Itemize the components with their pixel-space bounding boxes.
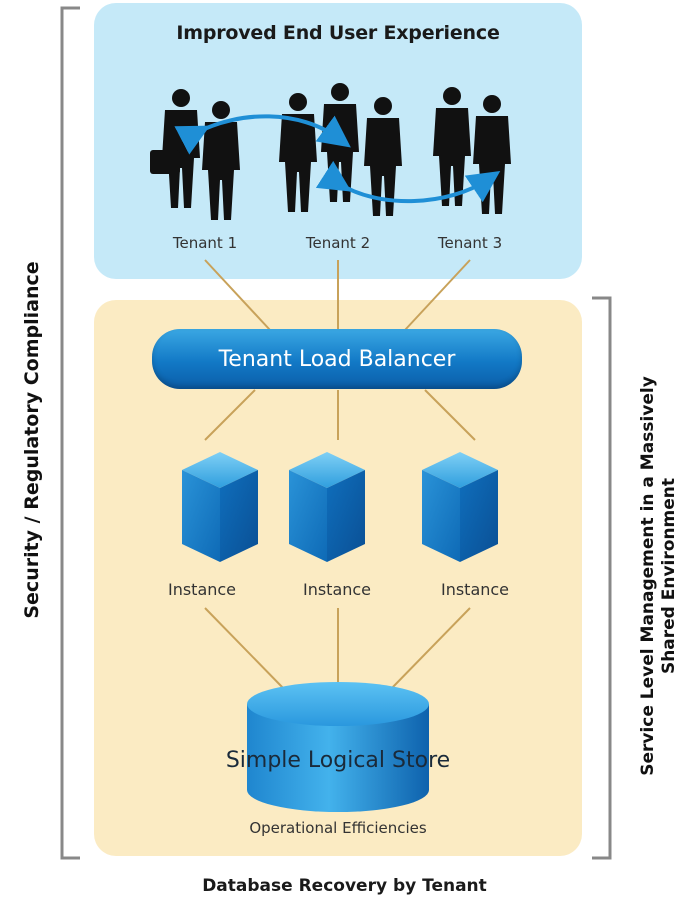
load-balancer-label: Tenant Load Balancer [218, 346, 456, 372]
tenant-label-2: Tenant 2 [305, 234, 371, 252]
security-compliance-label: Security / Regulatory Compliance [21, 261, 43, 619]
service-level-label-line2: Shared Environment [659, 477, 679, 675]
cube-icon [182, 452, 498, 562]
tenant-label-1: Tenant 1 [172, 234, 238, 252]
right-bracket [592, 296, 612, 860]
instance-label-2: Instance [302, 580, 372, 599]
tenant-connectors [204, 259, 471, 331]
briefcase-icon [150, 150, 180, 174]
left-bracket [60, 6, 80, 860]
tenant-load-balancer: Tenant Load Balancer [152, 329, 522, 389]
store-label: Simple Logical Store [225, 748, 451, 773]
instance-connectors [204, 389, 476, 441]
top-panel-title: Improved End User Experience [176, 22, 500, 44]
tenant-label-3: Tenant 3 [437, 234, 503, 252]
exchange-arrow-icon [174, 114, 501, 204]
footer-title: Database Recovery by Tenant [202, 876, 487, 896]
store-connectors [204, 607, 471, 691]
database-cylinder-icon [247, 682, 429, 812]
service-level-label-line1: Service Level Management in a Massively [638, 376, 658, 776]
instance-label-3: Instance [440, 580, 510, 599]
people-silhouette-icon [150, 83, 511, 220]
service-level-label: Service Level Management in a Massively … [638, 376, 680, 776]
operational-efficiencies-caption: Operational Efficiencies [249, 819, 427, 837]
instance-label-1: Instance [167, 580, 237, 599]
